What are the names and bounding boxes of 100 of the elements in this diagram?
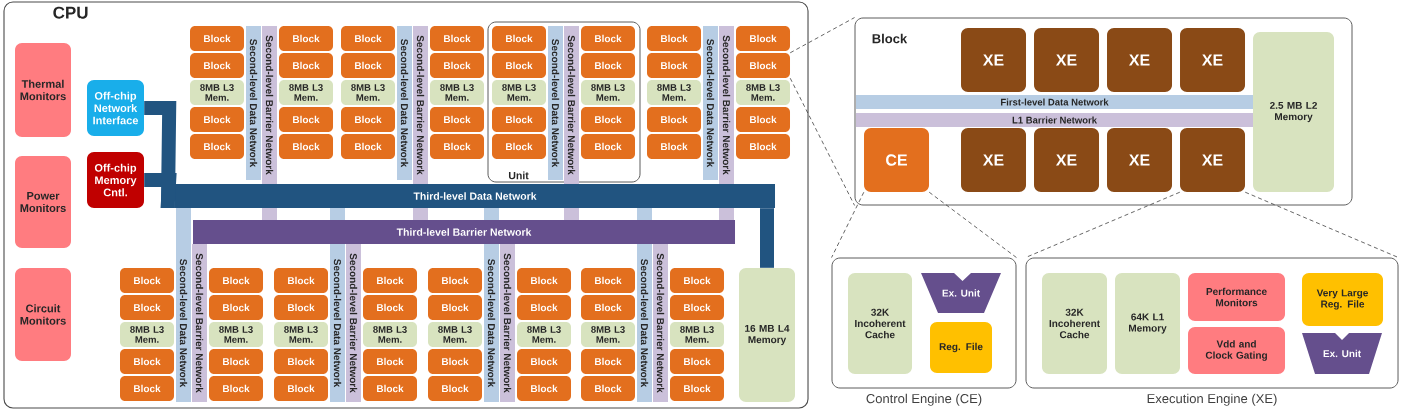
block-box: Block <box>736 107 790 132</box>
node-label: Block <box>442 276 469 285</box>
node-label: Block <box>595 115 622 124</box>
node-label: Block <box>293 142 320 151</box>
block-box: Block <box>341 134 395 159</box>
node-label: Block <box>223 276 250 285</box>
network-strip: Second-level Data Network <box>246 26 261 180</box>
register-file-box: Reg. File <box>930 322 992 373</box>
node-label: Block <box>750 115 777 124</box>
node-label: Block <box>444 115 471 124</box>
block-box: Block <box>279 134 333 159</box>
block-box: Block <box>428 376 482 401</box>
block-box: Block <box>363 349 417 374</box>
node-label: Block <box>355 115 382 124</box>
node-label: Block <box>377 276 404 285</box>
clock-gating-box: Vdd and Clock Gating <box>1188 327 1285 374</box>
node-label: Block <box>134 384 161 393</box>
node-label: Block <box>204 115 231 124</box>
block-box: Block <box>190 107 244 132</box>
memory-controller-box: Off-chip Memory Cntl. <box>87 152 144 208</box>
memory-box: 8MB L3 Mem. <box>120 322 174 347</box>
network-band: L1 Barrier Network <box>856 113 1253 127</box>
block-box: Block <box>581 268 635 293</box>
block-box: Block <box>120 295 174 320</box>
node-label: Block <box>684 384 711 393</box>
node-label: Block <box>595 384 622 393</box>
memory-box: 2.5 MB L2 Memory <box>1253 32 1334 192</box>
node-label: Block <box>355 34 382 43</box>
connector-band <box>144 173 177 208</box>
block-box: Block <box>736 134 790 159</box>
node-label: Block <box>531 384 558 393</box>
node-label: Block <box>288 384 315 393</box>
node-label: Block <box>293 34 320 43</box>
node-label: Block <box>531 276 558 285</box>
memory-box: 8MB L3 Mem. <box>581 80 635 105</box>
block-box: Block <box>670 295 724 320</box>
node-label: Block <box>661 115 688 124</box>
block-box: Block <box>190 53 244 78</box>
node-label: Block <box>750 142 777 151</box>
engine-box: XE <box>961 28 1026 92</box>
block-box: Block <box>279 26 333 51</box>
block-box: Block <box>209 349 263 374</box>
node-label: Block <box>506 142 533 151</box>
node-label: Block <box>223 303 250 312</box>
network-interface-box: Off-chip Network Interface <box>87 80 144 136</box>
memory-box: 8MB L3 Mem. <box>492 80 546 105</box>
block-box: Block <box>209 268 263 293</box>
block-box: Block <box>492 107 546 132</box>
block-box: Block <box>670 376 724 401</box>
dashed-line <box>928 191 1017 258</box>
block-box: Block <box>647 53 701 78</box>
node-label: Block <box>134 303 161 312</box>
node-label: Block <box>288 357 315 366</box>
block-box: Block <box>279 107 333 132</box>
memory-box: 8MB L3 Mem. <box>430 80 484 105</box>
block-box: Block <box>581 295 635 320</box>
memory-box: 8MB L3 Mem. <box>190 80 244 105</box>
connector-band <box>760 208 774 268</box>
monitor-box: Circuit Monitors <box>15 268 71 361</box>
memory-box: 8MB L3 Mem. <box>428 322 482 347</box>
block-box: Block <box>492 26 546 51</box>
block-box: Block <box>430 134 484 159</box>
node-label: Block <box>204 142 231 151</box>
node-label: Block <box>134 357 161 366</box>
block-box: Block <box>670 268 724 293</box>
block-box: Block <box>341 53 395 78</box>
memory-box: 16 MB L4 Memory <box>739 268 795 402</box>
block-box: Block <box>736 53 790 78</box>
node-label: Block <box>531 303 558 312</box>
node-label: Block <box>204 61 231 70</box>
network-strip: Second-level Barrier Network <box>500 244 515 402</box>
cache-box: 32K Incoherent Cache <box>1042 273 1107 374</box>
node-label: Block <box>506 34 533 43</box>
block-box: Block <box>363 376 417 401</box>
dashed-line <box>789 77 855 206</box>
node-label: Block <box>355 142 382 151</box>
block-box: Block <box>430 107 484 132</box>
node-label: Block <box>684 303 711 312</box>
monitor-box: Performance Monitors <box>1188 273 1285 321</box>
block-box: Block <box>517 295 571 320</box>
block-box: Block <box>363 268 417 293</box>
block-box: Block <box>274 376 328 401</box>
block-box: Block <box>120 268 174 293</box>
node-label: Block <box>288 276 315 285</box>
node-label: Block <box>444 34 471 43</box>
cache-box: 32K Incoherent Cache <box>848 273 912 374</box>
node-label: Control Engine (CE) <box>866 393 982 406</box>
block-box: Block <box>581 349 635 374</box>
node-label: Block <box>293 61 320 70</box>
block-box: Block <box>190 134 244 159</box>
node-label: Block <box>595 34 622 43</box>
node-label: Block <box>750 34 777 43</box>
block-box: Block <box>736 26 790 51</box>
block-box: Block <box>670 349 724 374</box>
block-box: Block <box>428 268 482 293</box>
network-strip: Second-level Barrier Network <box>653 244 668 402</box>
engine-box: XE <box>1180 128 1245 192</box>
network-strip: Second-level Data Network <box>548 26 563 180</box>
block-box: Block <box>581 376 635 401</box>
network-strip: Second-level Data Network <box>176 208 191 402</box>
